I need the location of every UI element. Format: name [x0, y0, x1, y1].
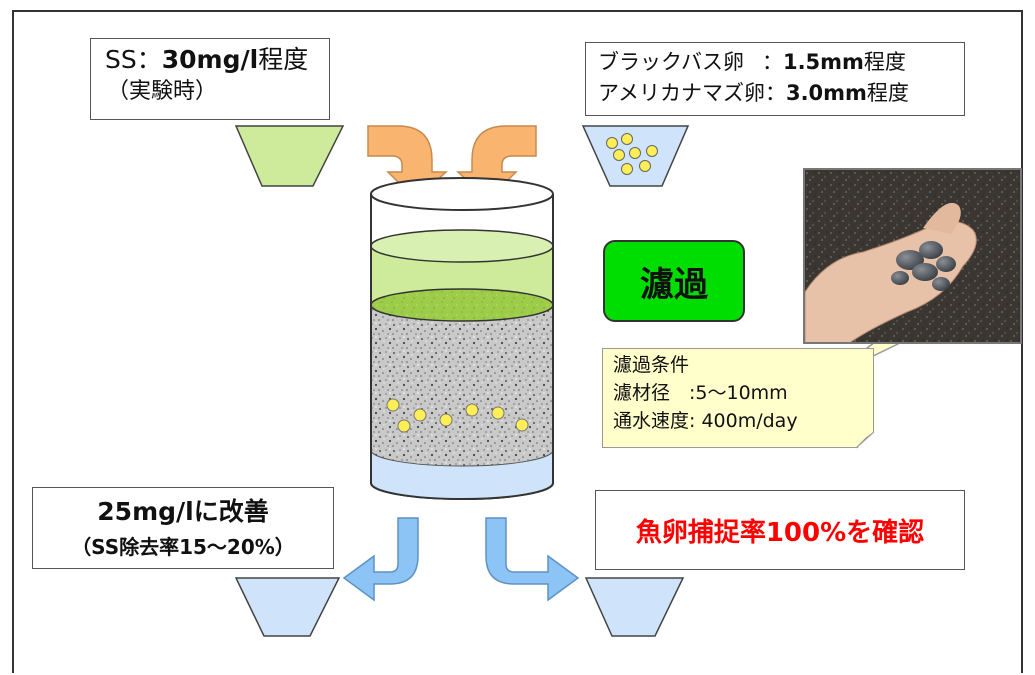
- egg-size-box: ブラックバス卵：1.5mm程度 アメリカナマズ卵：3.0mm程度: [585, 42, 965, 116]
- egg-capture-box: 魚卵捕捉率100%を確認: [595, 490, 965, 570]
- egg-inflow-hopper: [581, 125, 690, 187]
- capture-rate-text: 魚卵捕捉率100%を確認: [635, 517, 925, 548]
- outflow-arrow-left: [342, 517, 419, 602]
- ss-label: SS：: [105, 45, 162, 74]
- ss-suffix: 程度: [258, 45, 309, 74]
- ss-improvement-box: 25mg/lに改善 （SS除去率15～20%）: [32, 487, 334, 569]
- captured-eggs: [386, 398, 529, 433]
- conditions-title: 濾過条件: [613, 354, 690, 376]
- conditions-media-size: 濾材径 :5～10mm: [613, 382, 788, 404]
- filter-media-photo: [803, 168, 1022, 344]
- filter-label: 濾過: [603, 240, 745, 322]
- ss-inflow-hopper: [234, 125, 345, 187]
- outflow-arrow-right: [485, 517, 580, 602]
- filter-column: [370, 177, 554, 500]
- egg-row-catfish: アメリカナマズ卵：3.0mm程度: [598, 81, 909, 105]
- improvement-value: 25mg/lに改善: [97, 497, 269, 526]
- egg-row-blackbass: ブラックバス卵：1.5mm程度: [598, 50, 906, 74]
- diagram-frame: [12, 10, 1023, 673]
- conditions-flow-speed: 通水速度: 400m/day: [613, 410, 798, 432]
- media-surface: [370, 288, 554, 322]
- note-fold-corner: [856, 432, 874, 449]
- ss-value: 30mg/l: [161, 45, 259, 74]
- outflow-hopper-left: [234, 577, 341, 637]
- gravel-media: [371, 305, 553, 466]
- water-surface: [370, 229, 554, 263]
- outflow-hopper-right: [584, 577, 685, 637]
- ss-note: （実験時）: [107, 79, 218, 104]
- ss-concentration-box: SS：30mg/l程度 （実験時）: [90, 38, 330, 120]
- removal-rate: （SS除去率15～20%）: [71, 535, 295, 559]
- filter-conditions-note: 濾過条件 濾材径 :5～10mm 通水速度: 400m/day: [602, 348, 874, 448]
